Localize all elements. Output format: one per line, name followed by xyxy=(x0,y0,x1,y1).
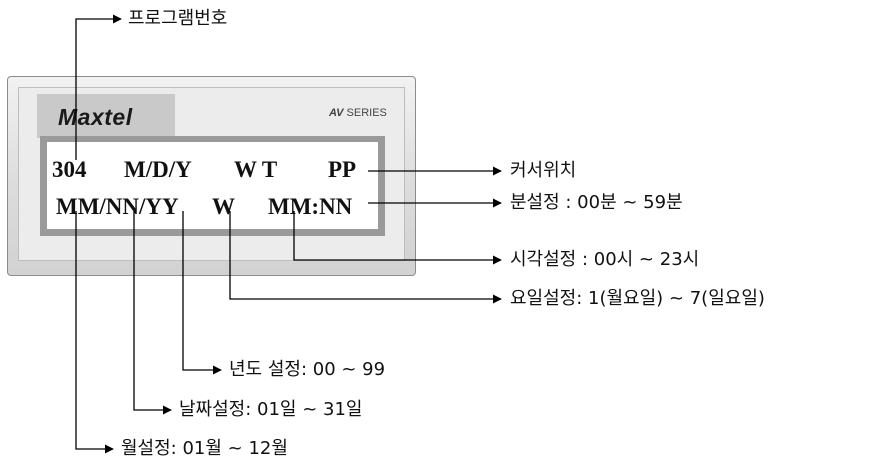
brand-logo: Maxtel xyxy=(58,104,133,130)
label-day-setting: 날짜설정: 01일 ~ 31일 xyxy=(179,399,363,420)
leader-program-number xyxy=(75,14,122,160)
lcd-display xyxy=(47,142,378,229)
series-prefix: AV xyxy=(329,107,344,119)
lcd-cursor-code: PP xyxy=(328,157,357,182)
lcd-date: MM/NN/YY xyxy=(56,194,179,219)
lcd-weekday: W xyxy=(212,194,235,219)
lcd-week-time: W T xyxy=(234,157,278,182)
label-minute-setting: 분설정 : 00분 ~ 59분 xyxy=(510,192,683,213)
brand-tab xyxy=(37,94,175,138)
leader-weekday-setting xyxy=(229,211,502,304)
leader-month-setting xyxy=(75,211,114,454)
label-program-number: 프로그램번호 xyxy=(128,8,228,29)
label-month-setting: 월설정: 01월 ~ 12월 xyxy=(121,438,288,459)
leader-hour-setting xyxy=(293,211,502,265)
series-label: AV SERIES xyxy=(329,107,387,119)
lcd-date-format: M/D/Y xyxy=(124,157,192,182)
lcd-program-number: 304 xyxy=(52,157,87,182)
label-weekday-setting: 요일설정: 1(월요일) ~ 7(일요일) xyxy=(510,288,765,309)
leader-day-setting xyxy=(133,211,172,415)
leader-year-setting xyxy=(182,211,222,375)
label-hour-setting: 시각설정 : 00시 ~ 23시 xyxy=(510,249,700,270)
lcd-time: MM:NN xyxy=(268,194,353,219)
label-cursor-position: 커서위치 xyxy=(510,160,577,181)
label-year-setting: 년도 설정: 00 ~ 99 xyxy=(229,359,386,380)
series-suffix: SERIES xyxy=(346,107,387,119)
